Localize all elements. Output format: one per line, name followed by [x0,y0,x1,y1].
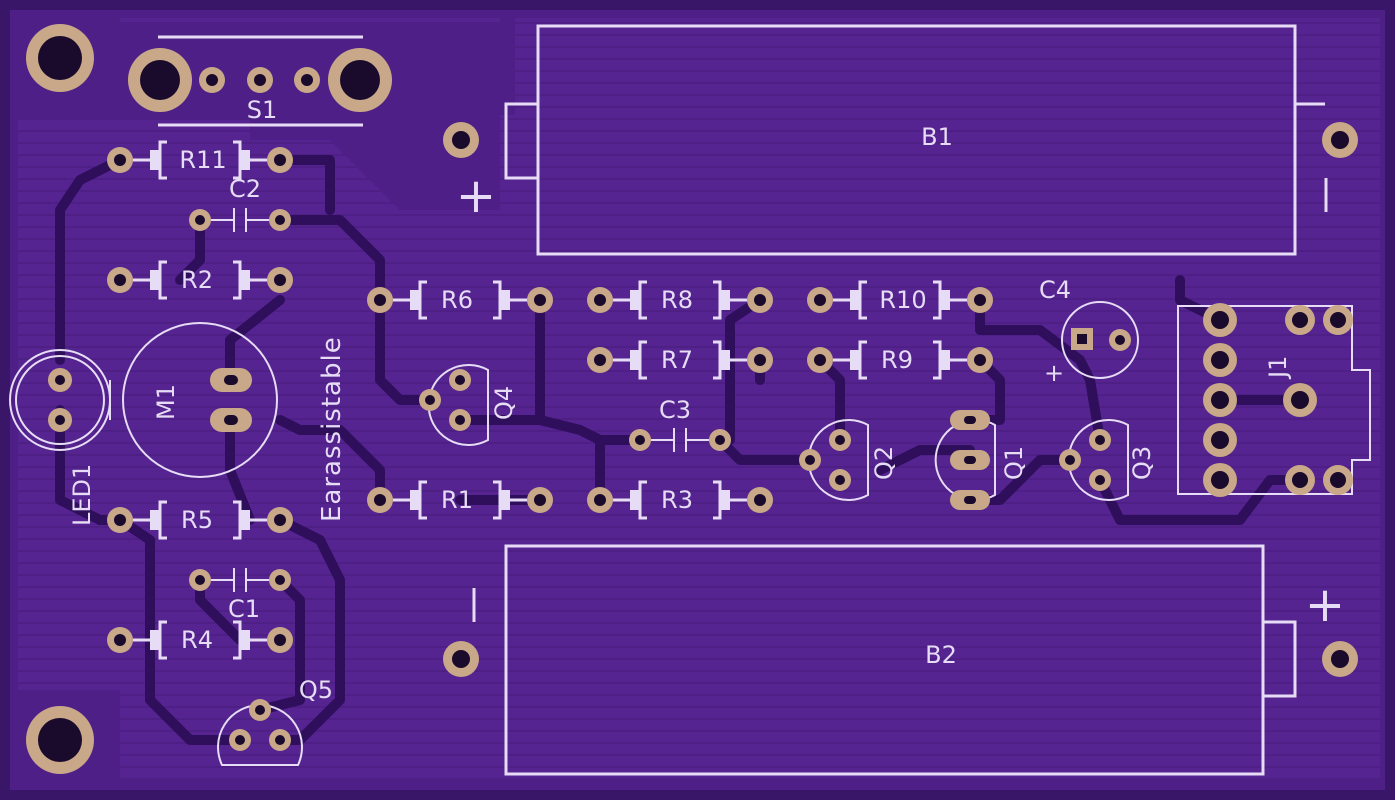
label-c1: C1 [228,595,260,623]
copper-traces [55,155,1305,745]
transistor-q2: Q2 [799,419,898,501]
switch-s1: S1 [128,35,392,127]
label-q4: Q4 [490,386,518,420]
capacitor-c1: C1 [189,568,291,623]
label-s1: S1 [247,96,278,124]
resistor-r8: R8 [587,280,773,320]
label-q1: Q1 [1000,446,1028,480]
b2-plus-mark: + [1305,577,1345,633]
resistor-r1: R1 [367,480,553,520]
resistor-r6: R6 [367,280,553,320]
resistors: R11 R2 R5 R4 [107,140,993,660]
label-c3: C3 [659,396,691,424]
label-r6: R6 [441,286,473,314]
label-r8: R8 [661,286,693,314]
b1-plus-mark: + [456,168,496,224]
resistor-r2: R2 [107,260,293,300]
capacitors: C2 C1 C3 C4 + [189,175,1139,623]
capacitor-c2: C2 [189,175,291,232]
resistor-r4: R4 [107,620,293,660]
resistor-r7: R7 [587,340,773,380]
transistor-q5: Q5 [217,676,333,766]
label-r1: R1 [441,486,473,514]
label-c2: C2 [229,175,261,203]
resistor-r10: R10 [807,280,993,320]
label-j1: J1 [1264,356,1292,380]
label-r9: R9 [881,346,913,374]
board-title: Earassistable [317,336,347,522]
label-r7: R7 [661,346,693,374]
label-r4: R4 [181,626,213,654]
label-q3: Q3 [1128,446,1156,480]
label-r10: R10 [879,286,926,314]
resistor-r5: R5 [107,500,293,540]
transistor-q1: Q1 [934,410,1028,510]
c4-plus-mark: + [1044,359,1064,387]
label-m1: M1 [152,384,180,420]
transistor-q3: Q3 [1059,419,1156,501]
connector-j1: J1 [1177,303,1371,497]
resistor-r9: R9 [807,340,993,380]
label-q5: Q5 [299,676,333,704]
led-led1: LED1 [9,349,111,526]
battery-b2: B2 + [443,544,1358,776]
label-r11: R11 [179,146,226,174]
mounting-holes [26,24,94,774]
transistors: Q4 Q2 Q1 Q3 Q5 [217,364,1156,766]
resistor-r11: R11 [107,140,293,180]
battery-b1: B1 + [443,24,1358,256]
microphone-m1: M1 [122,322,278,478]
label-c4: C4 [1039,276,1071,304]
transistor-q4: Q4 [419,364,518,446]
label-r2: R2 [181,266,213,294]
resistor-r3: R3 [587,480,773,520]
label-b2: B2 [925,641,957,669]
label-r5: R5 [181,506,213,534]
capacitor-c3: C3 [629,396,731,452]
capacitor-c4: C4 + [1039,276,1139,387]
copper-pour [18,18,1380,780]
label-led1: LED1 [68,464,96,526]
label-b1: B1 [921,123,953,151]
label-q2: Q2 [870,446,898,480]
label-r3: R3 [661,486,693,514]
